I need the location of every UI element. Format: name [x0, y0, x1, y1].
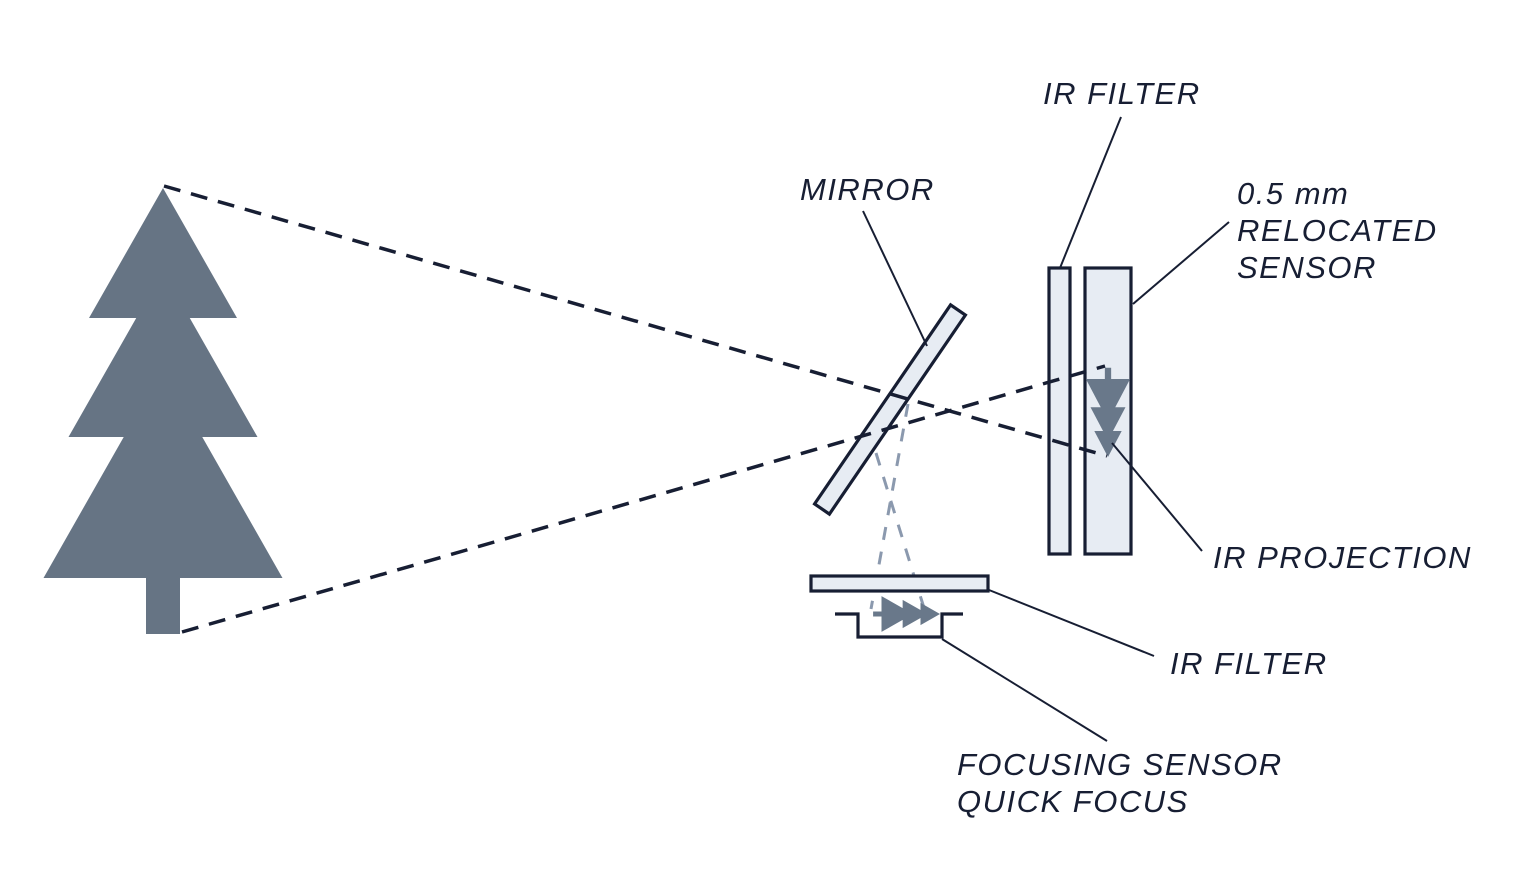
label-focusing-sensor-line1: FOCUSING SENSOR — [957, 747, 1283, 782]
label-relocated-sensor-line2: RELOCATED — [1237, 213, 1438, 248]
focusing-sensor-projection — [873, 596, 940, 632]
leader-focusing-sensor — [941, 638, 1108, 742]
primary-ray-bottom — [181, 364, 1106, 634]
ir-filter-horizontal — [809, 574, 990, 593]
focusing-sensor-outline — [835, 612, 963, 639]
label-relocated-sensor-line1: 0.5 mm — [1237, 176, 1349, 211]
label-ir-filter-top: IR FILTER — [1043, 76, 1201, 111]
leader-lines — [862, 116, 1230, 742]
label-ir-filter-bottom: IR FILTER — [1170, 646, 1328, 681]
label-relocated-sensor: 0.5 mm RELOCATED SENSOR — [1237, 176, 1438, 285]
mirror — [812, 302, 968, 517]
label-mirror: MIRROR — [800, 172, 935, 207]
label-focusing-sensor-line2: QUICK FOCUS — [957, 784, 1189, 819]
label-relocated-sensor-line3: SENSOR — [1237, 250, 1377, 285]
leader-ir-projection — [1111, 442, 1203, 552]
primary-rays — [163, 184, 1108, 634]
label-ir-projection: IR PROJECTION — [1213, 540, 1472, 575]
ir-filter-vertical — [1047, 266, 1072, 556]
primary-ray-top — [163, 184, 1108, 458]
leader-mirror — [862, 210, 928, 347]
leader-relocated-sensor — [1132, 221, 1230, 305]
subject-tree — [43, 188, 283, 634]
leader-ir-filter-bottom — [988, 589, 1155, 657]
leader-ir-filter-top — [1059, 116, 1122, 269]
reflected-ray-1 — [869, 403, 910, 610]
label-focusing-sensor: FOCUSING SENSOR QUICK FOCUS — [957, 747, 1283, 819]
